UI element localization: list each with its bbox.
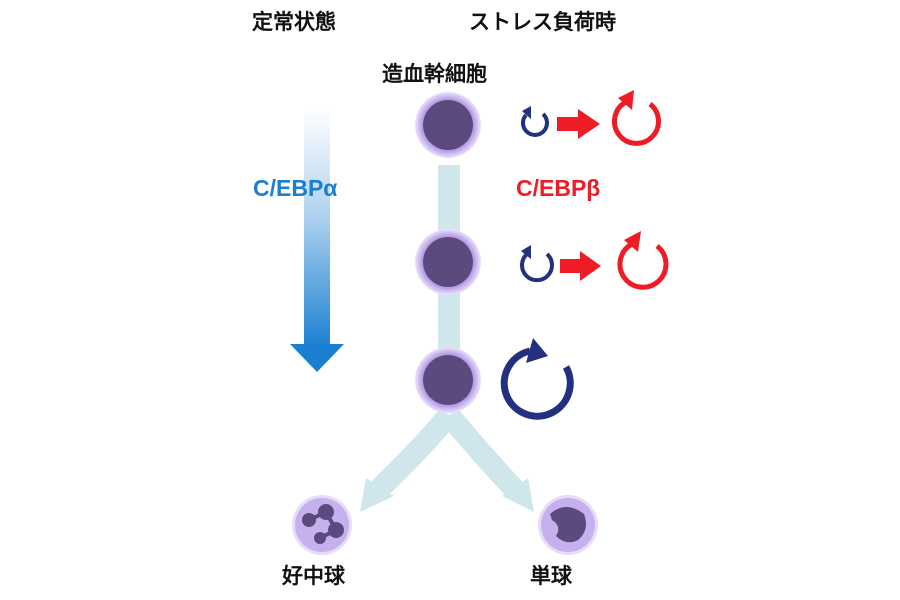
cycle-row-2 (520, 231, 669, 290)
cebpa-label: C/EBPα (253, 175, 338, 201)
stem-cell-label: 造血幹細胞 (382, 62, 487, 86)
differentiation-path (360, 165, 534, 512)
monocyte-cell (538, 495, 598, 555)
monocyte-label: 単球 (530, 564, 572, 588)
steady-state-header: 定常状態 (252, 10, 336, 34)
large-red-cycle-icon (617, 231, 669, 290)
progenitor-cell (415, 229, 481, 295)
red-arrow-icon (560, 251, 601, 281)
hematopoietic-stem-cell (415, 92, 481, 158)
neutrophil-cell (292, 495, 352, 555)
stress-header: ストレス負荷時 (469, 10, 616, 34)
small-cycle-icon (521, 106, 549, 137)
myeloid-progenitor-cell (415, 347, 481, 413)
large-red-cycle-icon (611, 90, 661, 146)
red-arrow-icon (557, 109, 600, 139)
neutrophil-label: 好中球 (282, 564, 345, 588)
cebpb-label: C/EBPβ (516, 175, 601, 201)
small-cycle-icon (520, 245, 554, 283)
cycle-row-1 (521, 90, 661, 146)
cebpa-gradient-arrow (290, 108, 344, 372)
large-blue-cycle-icon (500, 338, 574, 420)
